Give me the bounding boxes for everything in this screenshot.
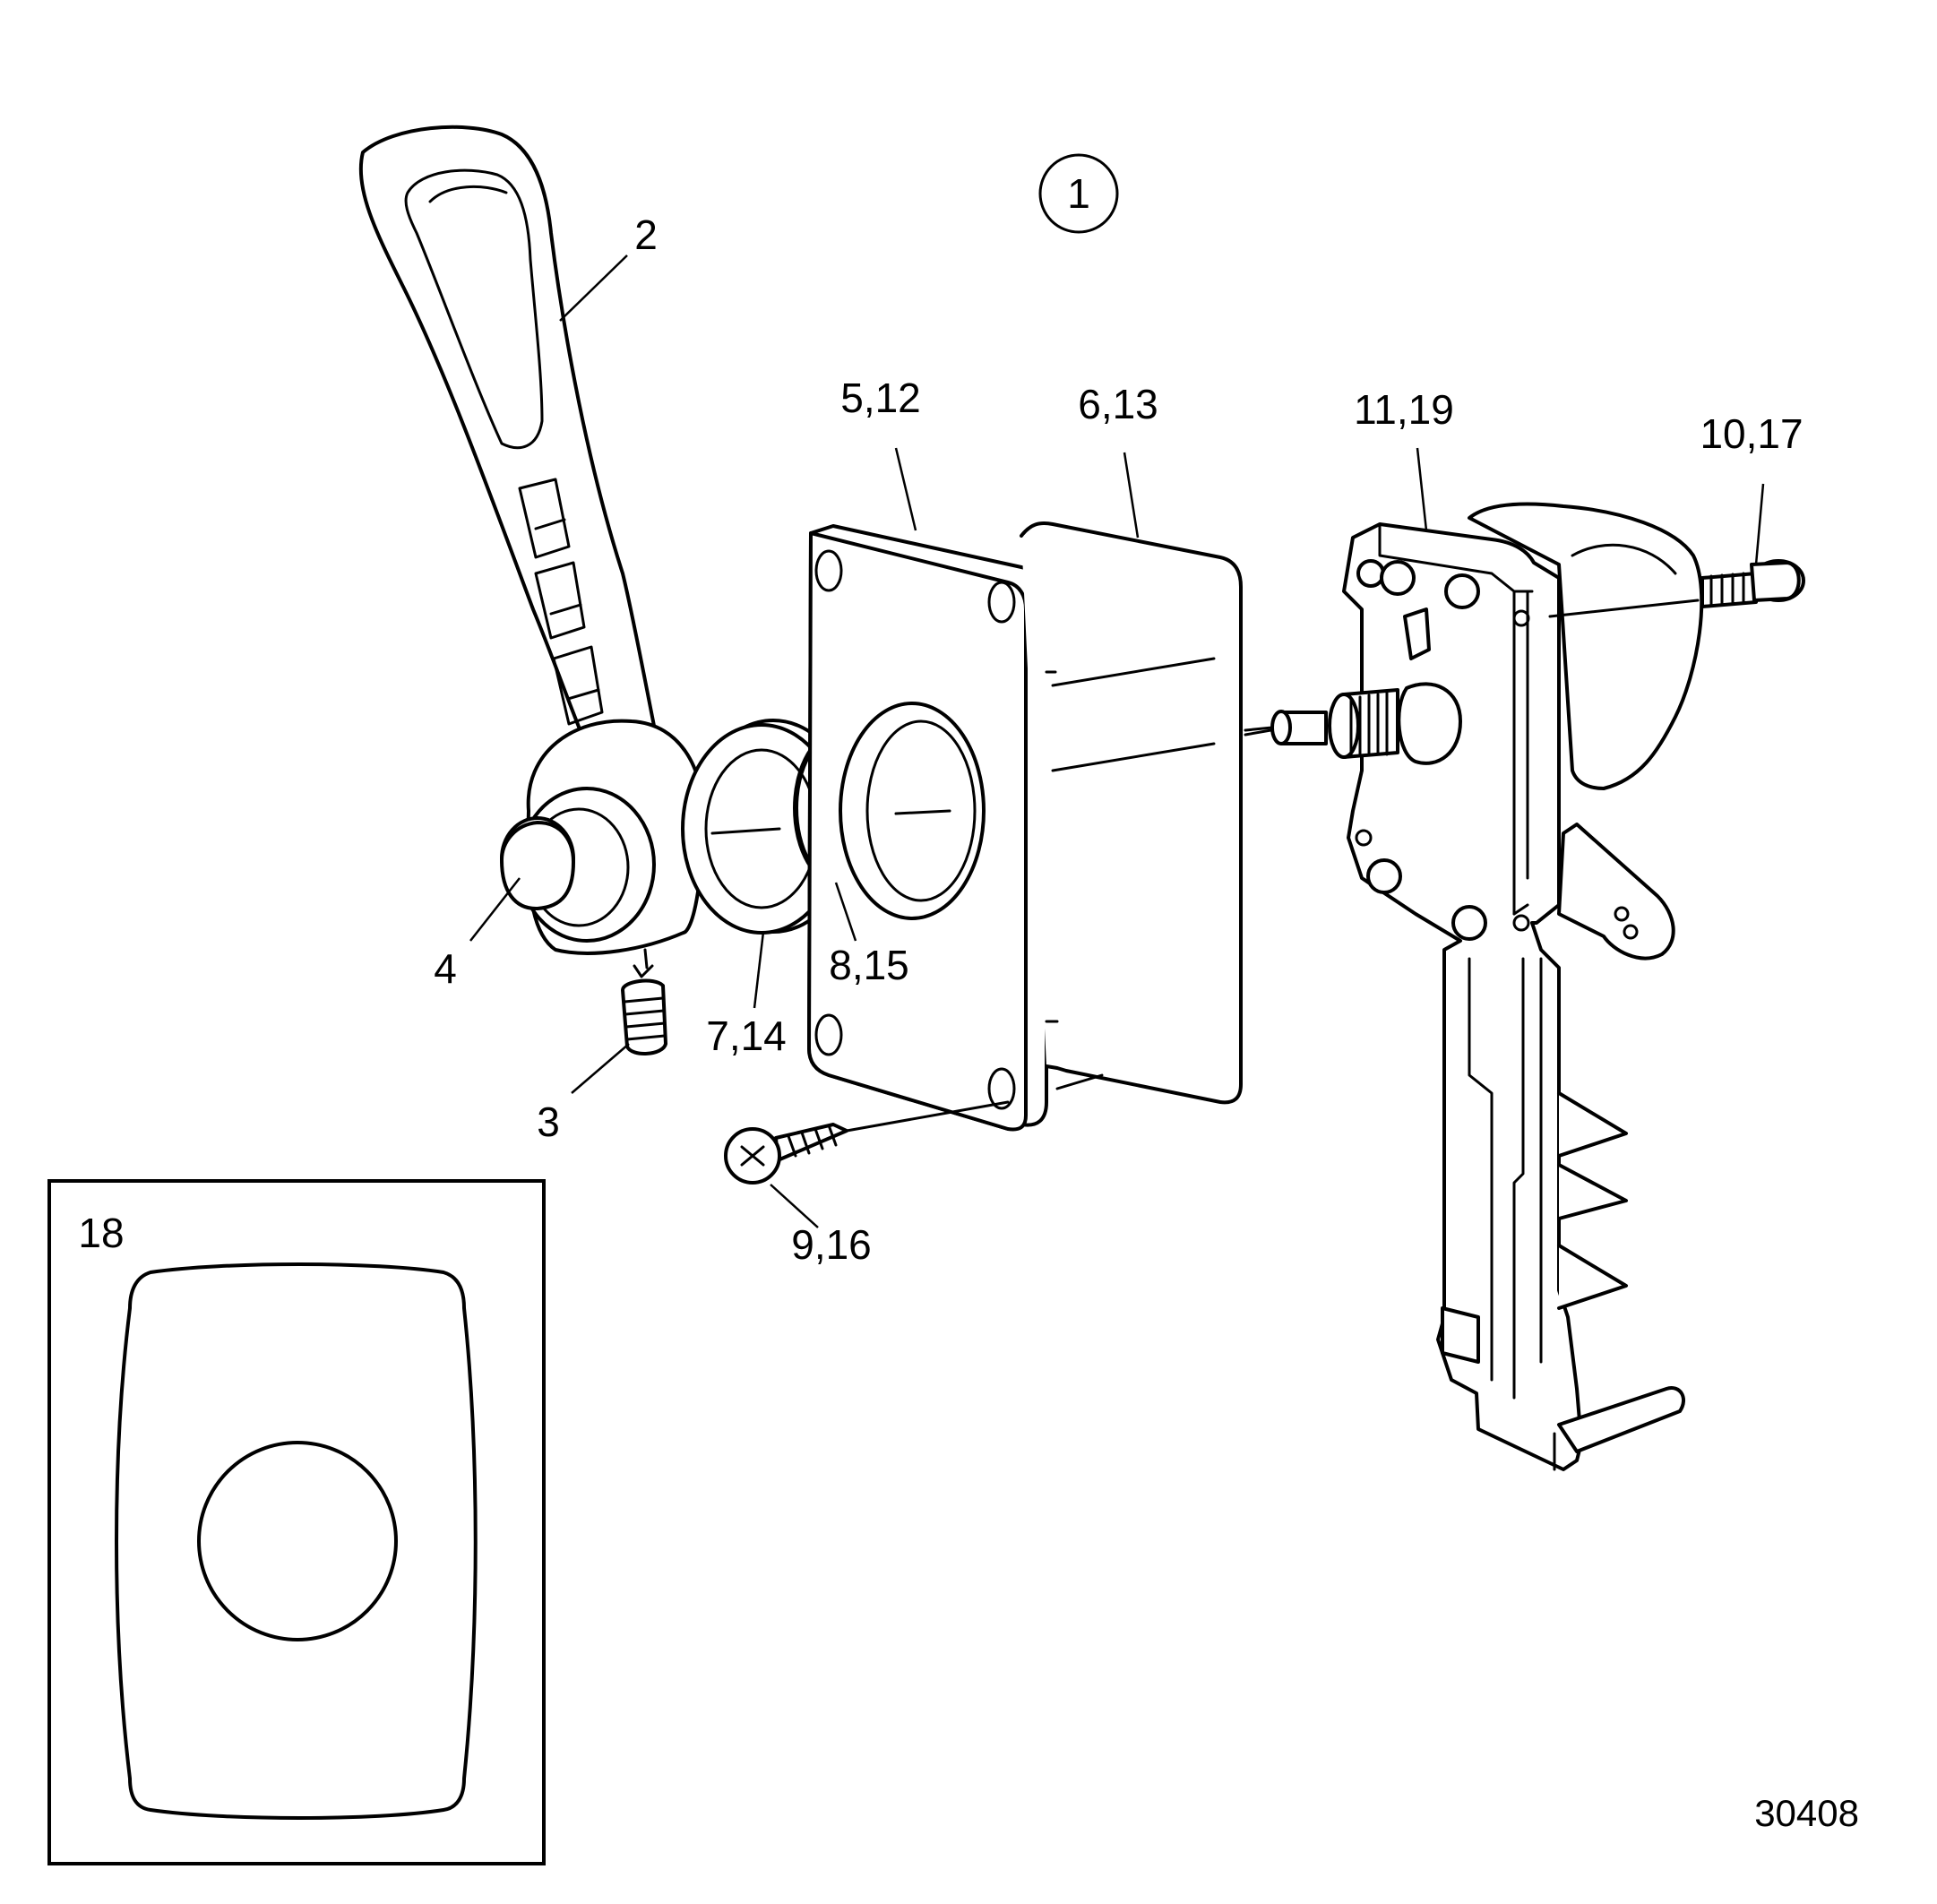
callout-circle-1: 1: [1038, 153, 1119, 234]
label-control-unit: 11,19: [1354, 386, 1454, 433]
label-washer: 7,14: [706, 1012, 787, 1059]
figure-number: 30408: [1754, 1792, 1859, 1834]
leader-lines: [469, 254, 1765, 1228]
label-set-screw: 3: [537, 1098, 560, 1145]
label-o-ring: 8,15: [829, 942, 909, 988]
label-mounting-plate: 5,12: [840, 375, 921, 421]
control-lever-handle: [358, 125, 706, 969]
label-cover-plate: 18: [78, 1210, 124, 1256]
set-screw: [621, 964, 667, 1055]
part-labels: 2 5,12 6,13 11,19 10,17 4 7,14 8,15 3 9,…: [434, 211, 1803, 1268]
label-handle: 2: [634, 211, 658, 258]
label-gasket: 6,13: [1078, 381, 1158, 427]
label-cap-screw: 10,17: [1700, 410, 1803, 457]
mounting-plate: [807, 524, 1048, 1132]
cap-screw: [1548, 559, 1805, 618]
label-hub-cap: 4: [434, 945, 457, 992]
control-unit: [1244, 502, 1704, 1471]
cover-plate-inset: 18: [47, 1179, 546, 1865]
label-wood-screw: 9,16: [791, 1221, 872, 1268]
wood-screw: [724, 1100, 1010, 1185]
gasket: [1020, 521, 1283, 1105]
callout-number: 1: [1067, 170, 1090, 217]
